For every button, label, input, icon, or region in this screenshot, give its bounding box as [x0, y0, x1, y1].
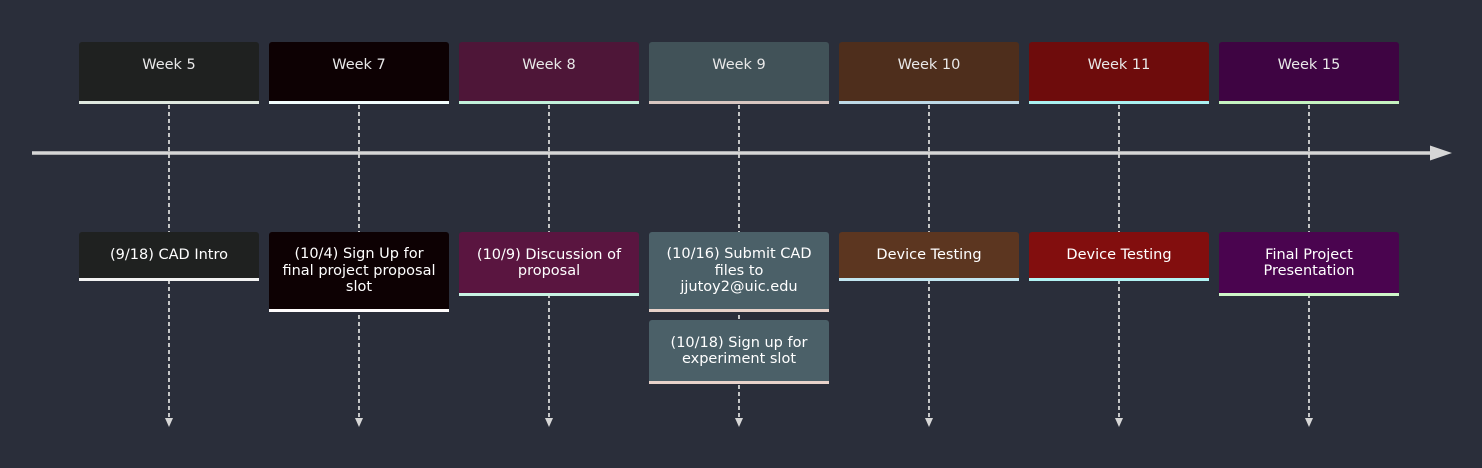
event-card: (10/4) Sign Up for final project proposa…	[269, 232, 449, 312]
event-text: Final Project Presentation	[1263, 246, 1355, 280]
event-card: (10/9) Discussion of proposal	[459, 232, 639, 296]
period-header: Week 15	[1219, 42, 1399, 104]
period-label: Week 15	[1277, 57, 1341, 73]
period-label: Week 5	[142, 57, 196, 73]
event-text: (10/16) Submit CAD files to jjutoy2@uic.…	[666, 246, 812, 296]
period-label: Week 11	[1087, 57, 1151, 73]
period-header: Week 8	[459, 42, 639, 104]
period-header: Week 9	[649, 42, 829, 104]
connector-arrowhead	[545, 418, 553, 427]
period-label: Week 7	[332, 57, 386, 73]
period-header: Week 5	[79, 42, 259, 104]
period-header: Week 7	[269, 42, 449, 104]
period-header: Week 10	[839, 42, 1019, 104]
timeline-period: Week 10 Device Testing	[839, 0, 1019, 468]
connector-arrowhead	[355, 418, 363, 427]
connector-arrowhead	[1115, 418, 1123, 427]
event-text: (9/18) CAD Intro	[110, 247, 228, 264]
event-card: Device Testing	[1029, 232, 1209, 281]
timeline-period: Week 15 Final Project Presentation	[1219, 0, 1399, 468]
connector-arrowhead	[925, 418, 933, 427]
event-text: Device Testing	[876, 247, 982, 264]
event-card: Device Testing	[839, 232, 1019, 281]
event-card: (10/18) Sign up for experiment slot	[649, 320, 829, 384]
event-card: (9/18) CAD Intro	[79, 232, 259, 281]
timeline-period: Week 7 (10/4) Sign Up for final project p…	[269, 0, 449, 468]
timeline-period: Week 9 (10/16) Submit CAD files to jjutoy…	[649, 0, 829, 468]
timeline-period: Week 5 (9/18) CAD Intro	[79, 0, 259, 468]
event-card: (10/16) Submit CAD files to jjutoy2@uic.…	[649, 232, 829, 312]
timeline-axis-arrowhead	[1430, 145, 1452, 161]
period-header: Week 11	[1029, 42, 1209, 104]
event-card: Final Project Presentation	[1219, 232, 1399, 296]
event-text: (10/18) Sign up for experiment slot	[670, 334, 808, 368]
period-label: Week 8	[522, 57, 576, 73]
connector-arrowhead	[735, 418, 743, 427]
timeline-period: Week 8 (10/9) Discussion of proposal	[459, 0, 639, 468]
connector-arrowhead	[1305, 418, 1313, 427]
period-label: Week 10	[897, 57, 961, 73]
event-text: (10/4) Sign Up for final project proposa…	[282, 246, 436, 296]
event-text: (10/9) Discussion of proposal	[476, 246, 622, 280]
connector-arrowhead	[165, 418, 173, 427]
period-label: Week 9	[712, 57, 766, 73]
timeline-period: Week 11 Device Testing	[1029, 0, 1209, 468]
event-text: Device Testing	[1066, 247, 1172, 264]
